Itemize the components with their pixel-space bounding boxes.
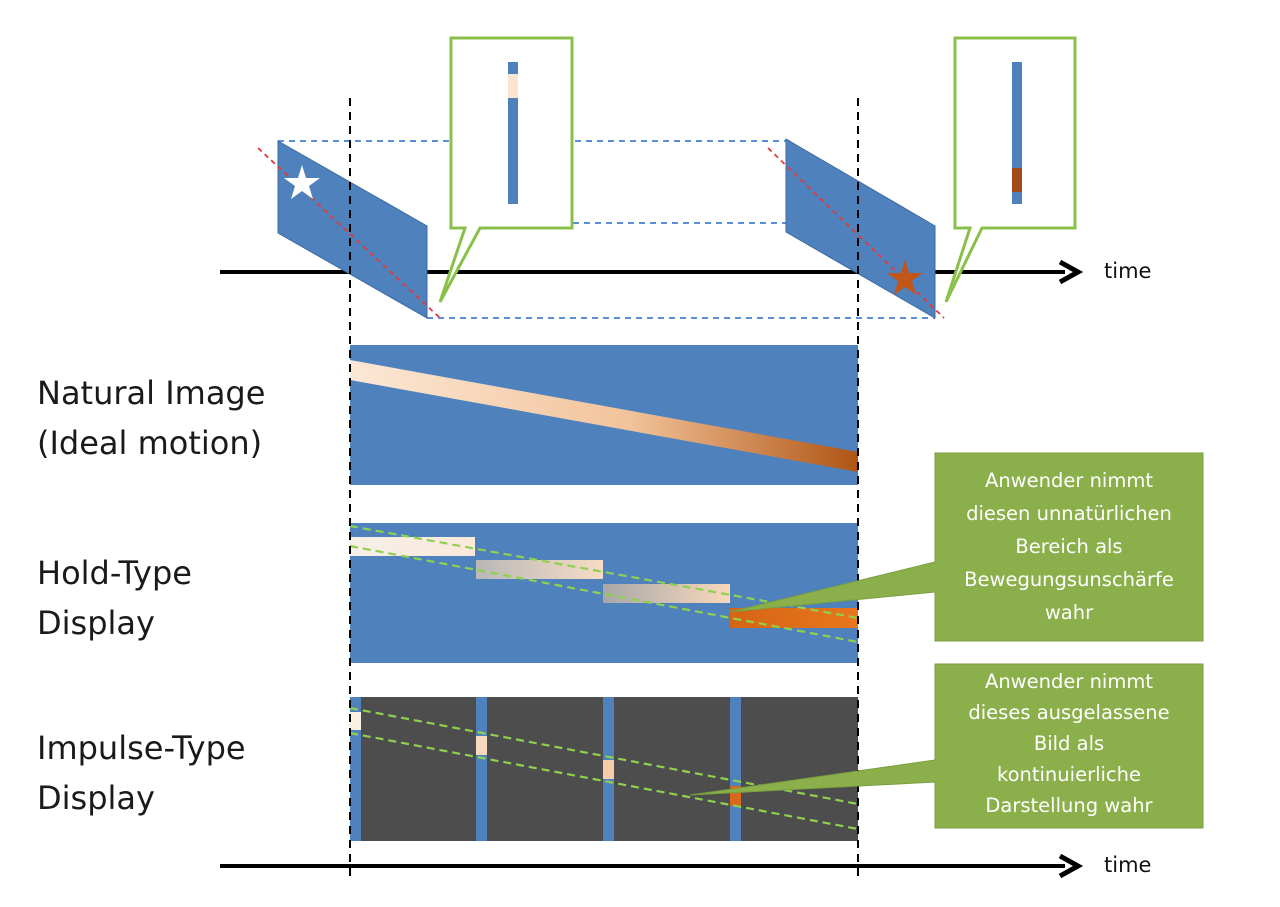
row-label-natural-line2: (Ideal motion) (37, 424, 263, 462)
orange-star-icon (887, 259, 923, 295)
callout-hold-line: diesen unnatürlichen (966, 502, 1172, 525)
callout-impulse-line: dieses ausgelassene (968, 701, 1170, 724)
frame-left (277, 140, 428, 319)
row-label-natural-line1: Natural Image (37, 374, 266, 412)
row-label-natural: Natural Image (Ideal motion) (37, 368, 265, 468)
callout-hold-line: Bewegungsunschärfe (964, 568, 1174, 591)
callout-impulse-text: Anwender nimmt dieses ausgelassene Bild … (935, 666, 1203, 821)
callout-hold-line: Bereich als (1015, 535, 1123, 558)
callout-impulse-line: Anwender nimmt (984, 670, 1153, 693)
motion-path-right (767, 147, 945, 319)
vertical-time-markers (349, 98, 859, 882)
pixel-column-callout-right (944, 36, 1077, 303)
callout-hold-text: Anwender nimmt diesen unnatürlichen Bere… (935, 464, 1203, 629)
hold-segment-4 (730, 608, 858, 628)
time-axis-bottom-arrowhead (1058, 853, 1084, 879)
hold-segment-2 (476, 560, 603, 579)
row-label-impulse: Impulse-Type Display (37, 723, 246, 823)
time-axis-bottom-label: time (1104, 853, 1152, 877)
row-label-impulse-line2: Display (37, 779, 155, 817)
row-label-impulse-line1: Impulse-Type (37, 729, 246, 767)
callout-impulse-line: Darstellung wahr (985, 794, 1153, 817)
pixel-column-callout-left (438, 36, 574, 303)
callout-impulse-line: Bild als (1033, 732, 1105, 755)
callout-hold-line: wahr (1044, 601, 1094, 624)
motion-path-left (257, 147, 441, 319)
white-star-icon (284, 165, 320, 199)
row-label-hold-line2: Display (37, 604, 155, 642)
hold-segment-3 (603, 584, 730, 603)
time-axis-top-arrowhead (1058, 259, 1084, 285)
row-label-hold-line1: Hold-Type (37, 554, 192, 592)
natural-motion-streak (350, 360, 858, 472)
time-axis-top-label: time (1104, 259, 1152, 283)
callout-impulse-box (689, 663, 1204, 829)
callout-hold-line: Anwender nimmt (984, 469, 1153, 492)
row-label-hold: Hold-Type Display (37, 548, 192, 648)
callout-impulse-line: kontinuierliche (996, 763, 1141, 786)
impulse-highlight-pixels (350, 712, 741, 806)
hold-segment-1 (350, 537, 475, 556)
callout-hold-box (729, 452, 1204, 642)
